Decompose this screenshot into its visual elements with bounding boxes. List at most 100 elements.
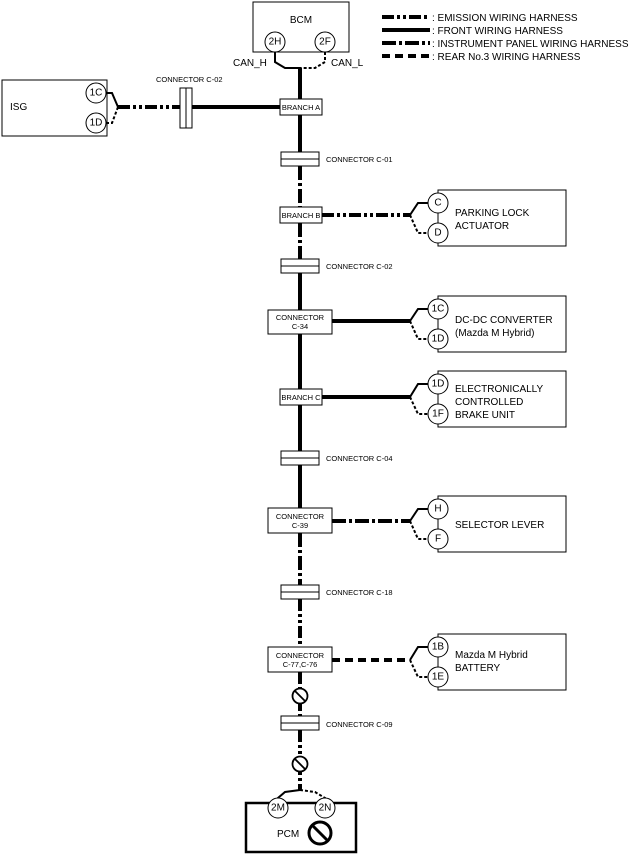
pcm-title: PCM: [277, 829, 299, 840]
connector-c39: CONNECTOR C-39: [267, 507, 428, 540]
dcdc-title-line2: (Mazda M Hybrid): [455, 328, 534, 339]
bcm-pin-2h-label: 2H: [269, 37, 282, 48]
connector-c04: CONNECTOR C-04: [280, 450, 393, 466]
parking-pin-c: [427, 192, 449, 214]
connector-c18: CONNECTOR C-18: [280, 584, 393, 600]
connector-c18-top: [280, 584, 320, 593]
connector-c39-line1: CONNECTOR: [276, 512, 325, 521]
connector-c01-top: [280, 151, 320, 160]
battery-title-line2: BATTERY: [455, 663, 501, 674]
dcdc-wire-1d: [409, 320, 428, 340]
bcm-can-l-wire: [300, 52, 326, 69]
dcdc-pin-1d: [427, 328, 449, 350]
dcdc-wire-1c: [409, 308, 428, 322]
parking-wire-d: [409, 214, 428, 234]
battery-title-line1: Mazda M Hybrid: [455, 650, 528, 661]
pcm-box: [244, 801, 358, 854]
battery-wire-1b: [409, 646, 428, 661]
battery-box: [437, 633, 567, 691]
branch-b-label: BRANCH B: [282, 211, 321, 220]
pcm-can-l-wire: [299, 789, 326, 803]
prohibited-icon-upper: [291, 687, 309, 705]
dcdc-pin-1c: [427, 298, 449, 320]
connector-c34-line1: CONNECTOR: [276, 313, 325, 322]
prohibited-icon-lower: [291, 755, 309, 773]
isg-unit: ISG 1C 1D CONNECTOR C-02: [1, 75, 280, 137]
selector-title: SELECTOR LEVER: [455, 520, 544, 531]
branch-a-box: [279, 98, 323, 116]
isg-wire-1d: [106, 106, 119, 124]
connector-c77-line1: CONNECTOR: [276, 651, 325, 660]
dcdc-converter: 1C 1D DC-DC CONVERTER (Mazda M Hybrid): [427, 295, 567, 353]
isg-title: ISG: [10, 102, 27, 113]
battery-wire-1e: [409, 659, 428, 678]
connector-c04-label: CONNECTOR C-04: [326, 454, 393, 463]
connector-c77-box: [267, 646, 333, 673]
legend-emission-label: : EMISSION WIRING HARNESS: [432, 13, 578, 24]
branch-c-label: BRANCH C: [281, 393, 321, 402]
battery-pin-1b-label: 1B: [432, 642, 445, 653]
parking-title-line1: PARKING LOCK: [455, 208, 530, 219]
connector-c09-label: CONNECTOR C-09: [326, 720, 393, 729]
connector-c01-bottom: [280, 158, 320, 167]
prohibited-lower-slash: [294, 758, 306, 770]
connector-c39-box: [267, 507, 333, 534]
selector-pin-f: [427, 528, 449, 550]
brake-wire-1d: [409, 383, 428, 398]
bcm-pin-2h: [264, 31, 286, 53]
connector-c34-line2: C-34: [292, 322, 308, 331]
connector-c02-left-half: [179, 87, 187, 129]
bcm-pin-2f-label: 2F: [319, 37, 331, 48]
bcm-can-l-label: CAN_L: [331, 58, 364, 69]
parking-title-line2: ACTUATOR: [455, 221, 509, 232]
connector-c77-line2: C-77,C-76: [283, 660, 318, 669]
brake-wire-1f: [409, 396, 428, 415]
parking-pin-d-label: D: [434, 228, 441, 239]
pcm-pin-2n-label: 2N: [319, 803, 332, 814]
legend: : EMISSION WIRING HARNESS : FRONT WIRING…: [382, 13, 629, 63]
dcdc-pin-1c-label: 1C: [432, 304, 445, 315]
connector-c34: CONNECTOR C-34: [267, 308, 428, 340]
battery-pin-1e: [427, 666, 449, 688]
brake-pin-1f-label: 1F: [432, 409, 444, 420]
bcm-can-h-wire: [274, 52, 300, 69]
selector-wire-f: [409, 520, 428, 540]
connector-c09: CONNECTOR C-09: [280, 715, 393, 731]
hybrid-battery: 1B 1E Mazda M Hybrid BATTERY: [427, 633, 567, 691]
isg-pin-1d-label: 1D: [90, 118, 103, 129]
selector-box: [437, 495, 567, 553]
brake-pin-1f: [427, 403, 449, 425]
pcm-pin-2m: [267, 797, 289, 819]
brake-unit: 1D 1F ELECTRONICALLY CONTROLLED BRAKE UN…: [427, 370, 567, 428]
dcdc-pin-1d-label: 1D: [432, 334, 445, 345]
bcm-title: BCM: [290, 15, 312, 26]
branch-c: BRANCH C: [279, 383, 428, 415]
prohibited-pcm-slash: [310, 823, 330, 843]
brake-pin-1d: [427, 373, 449, 395]
brake-box: [437, 370, 567, 428]
legend-front-label: : FRONT WIRING HARNESS: [432, 26, 563, 37]
pcm-pin-2n: [314, 797, 336, 819]
brake-title-line3: BRAKE UNIT: [455, 410, 515, 421]
battery-pin-1e-label: 1E: [432, 672, 445, 683]
pcm-unit: 2M 2N PCM: [244, 797, 358, 854]
bcm-can-h-label: CAN_H: [233, 58, 267, 69]
selector-lever: H F SELECTOR LEVER: [427, 495, 567, 553]
selector-pin-h-label: H: [434, 504, 441, 515]
parking-pin-c-label: C: [434, 198, 441, 209]
selector-pin-f-label: F: [435, 534, 441, 545]
connector-c09-bottom: [280, 722, 320, 731]
parking-pin-d: [427, 222, 449, 244]
branch-a-label: BRANCH A: [282, 103, 320, 112]
branch-b: BRANCH B: [279, 202, 428, 234]
connector-c02-mid-label: CONNECTOR C-02: [326, 262, 393, 271]
parking-wire-c: [409, 202, 428, 216]
parking-lock-actuator: C D PARKING LOCK ACTUATOR: [427, 189, 567, 247]
connector-c02-mid-bottom: [280, 265, 320, 274]
branch-a: BRANCH A: [279, 98, 323, 116]
dcdc-title-line1: DC-DC CONVERTER: [455, 315, 553, 326]
selector-wire-h: [409, 508, 428, 522]
prohibited-upper-slash: [294, 690, 306, 702]
connector-c09-top: [280, 715, 320, 724]
selector-pin-h: [427, 498, 449, 520]
